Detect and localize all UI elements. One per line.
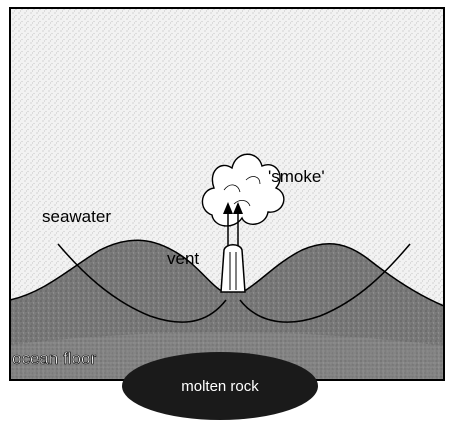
seawater-label: seawater: [42, 207, 111, 226]
ocean-floor-label: ocean floor: [12, 349, 96, 368]
smoke-label: 'smoke': [268, 167, 325, 186]
vent-label: vent: [167, 249, 199, 268]
molten-rock-label: molten rock: [181, 378, 259, 395]
vent-chimney: [221, 245, 245, 292]
